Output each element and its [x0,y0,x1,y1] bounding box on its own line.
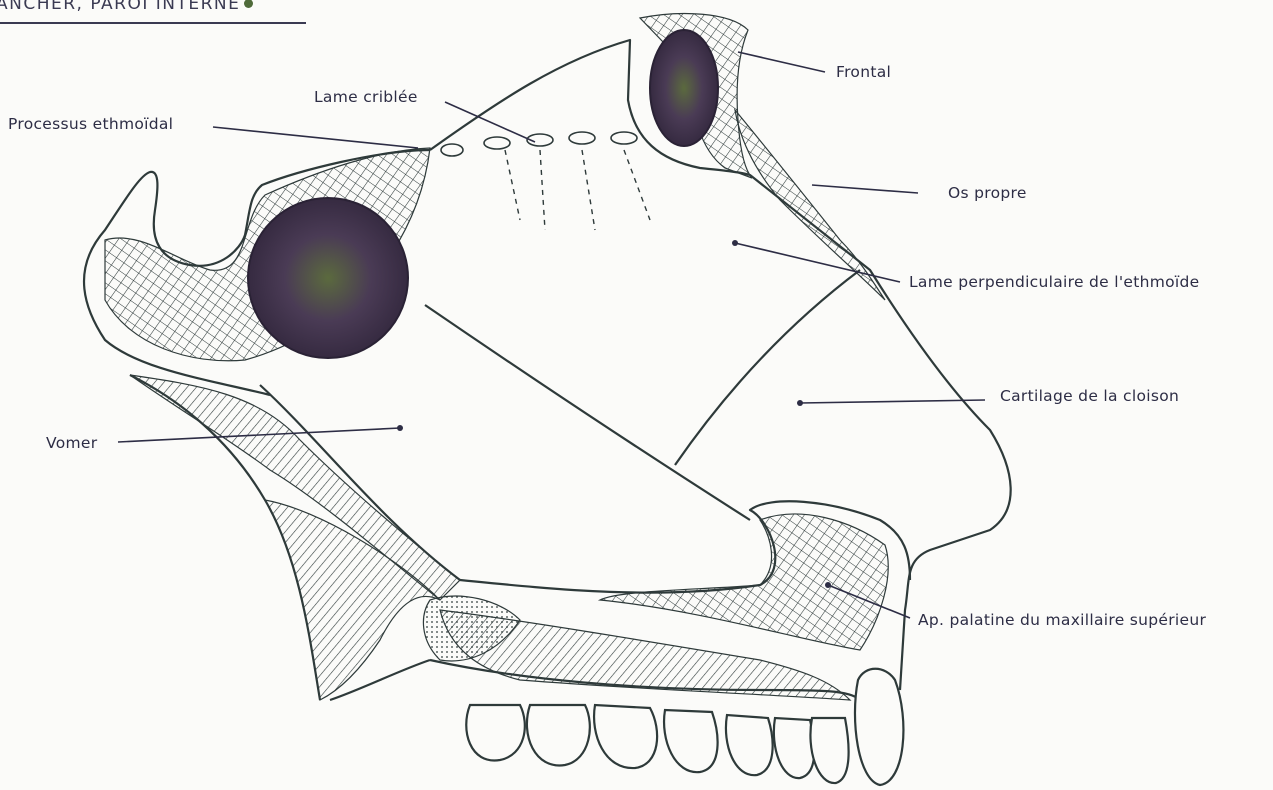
label-frontal: Frontal [836,63,891,81]
label-ap-palatine: Ap. palatine du maxillaire supérieur [918,611,1206,629]
label-os-propre: Os propre [948,184,1027,202]
leader-dots [397,240,831,588]
label-lame-perpendiculaire: Lame perpendiculaire de l'ethmoïde [909,273,1200,291]
leader-processus [213,127,418,148]
label-vomer: Vomer [46,434,97,452]
leader-os-propre [812,185,918,193]
leader-frontal [738,52,825,72]
cribriform-foramina [441,132,637,156]
crosshatch-regions [105,14,888,700]
label-processus-ethmoidal: Processus ethmoïdal [8,115,173,133]
olfactory-dashes [505,150,650,230]
label-lame-criblee: Lame criblée [314,88,418,106]
leader-cartilage [800,400,985,403]
frontal-sinus [650,30,718,146]
sphenoid-sinus [248,198,408,358]
label-cartilage-cloison: Cartilage de la cloison [1000,387,1179,405]
leader-lame-perp [735,243,900,282]
